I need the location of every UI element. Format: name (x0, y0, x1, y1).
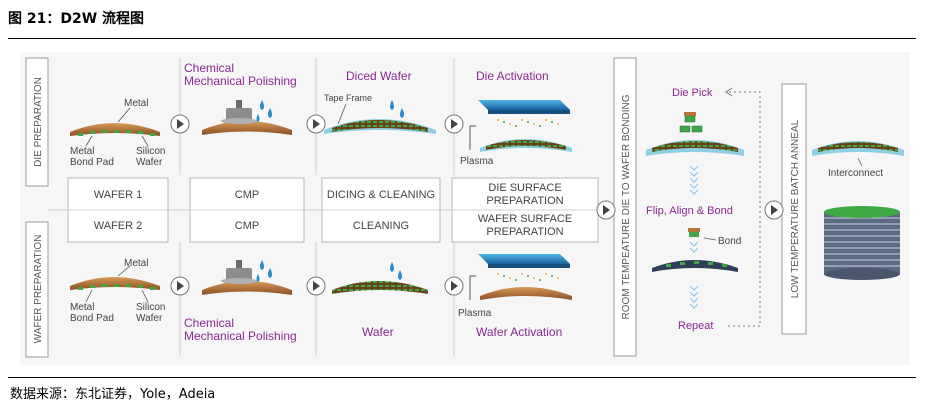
bottom-bondpad-label-2: Bond Pad (70, 313, 114, 324)
bottom-cmp-illustration (202, 260, 292, 295)
arrow-icon (306, 276, 326, 296)
top-metal-label: Metal (124, 98, 148, 109)
wafer-prep-side-box: WAFER PREPARATION (25, 221, 49, 358)
top-diced-wafer-title: Diced Wafer (346, 69, 412, 83)
bottom-metal-label: Metal (124, 258, 148, 269)
table-wafer2: WAFER 2 (94, 220, 143, 232)
bottom-wafer-title: Wafer (362, 325, 394, 339)
table-cmp1: CMP (235, 189, 259, 201)
anneal-side-box: LOW TEMPERATURE BATCH ANNEAL (781, 83, 807, 335)
bonding-labels: Die Pick Flip, Align & Bond Repeat (646, 87, 733, 332)
table-wafer-surface-2: PREPARATION (486, 226, 563, 238)
table-die-surface-1: DIE SURFACE (488, 182, 561, 194)
bonding-label: ROOM TEMPEATURE DIE TO WAFER BONDING (621, 94, 632, 319)
table-die-surface-2: PREPARATION (486, 195, 563, 207)
table-cmp2: CMP (235, 220, 259, 232)
bottom-wafer-activation-illustration (469, 254, 572, 300)
top-rule (8, 38, 916, 39)
die-pick-label: Die Pick (672, 87, 713, 99)
top-bondpad-label-2: Bond Pad (70, 157, 114, 168)
flip-align-bond-label: Flip, Align & Bond (646, 205, 733, 217)
arrow-icon (764, 200, 784, 220)
top-silicon-label-2: Wafer (136, 157, 163, 168)
interconnect-label: Interconnect (828, 168, 883, 179)
figure-title: 图 21：D2W 流程图 (8, 11, 145, 27)
arrow-icon (170, 114, 190, 134)
top-wafer-illustration (70, 107, 160, 147)
wafer-stack-icon (824, 206, 900, 280)
arrow-icon (444, 276, 464, 296)
bonding-side-box: ROOM TEMPEATURE DIE TO WAFER BONDING (613, 57, 637, 357)
bottom-cmp-label-1: Chemical (184, 316, 234, 330)
wafer-prep-label: WAFER PREPARATION (33, 235, 44, 344)
bottom-bondpad-label-1: Metal (70, 302, 94, 313)
anneal-illustration (812, 141, 904, 280)
top-cmp-illustration (202, 100, 292, 135)
bottom-silicon-label-2: Wafer (136, 313, 163, 324)
table-labels: WAFER 1 WAFER 2 CMP CMP DICING & CLEANIN… (94, 182, 572, 238)
top-silicon-label-1: Silicon (136, 146, 165, 157)
top-cmp-title: Chemical Mechanical Polishing (184, 61, 297, 88)
bottom-wafer-illustration (70, 265, 160, 303)
anneal-label: LOW TEMPERATURE BATCH ANNEAL (790, 119, 801, 298)
bottom-wafer-activation-title: Wafer Activation (476, 325, 562, 339)
top-cmp-label-2: Mechanical Polishing (184, 74, 297, 88)
top-bondpad-label-1: Metal (70, 146, 94, 157)
top-die-activation-title: Die Activation (476, 69, 549, 83)
table-cleaning: CLEANING (353, 220, 409, 232)
source-note: 数据来源：东北证券，Yole，Adeia (10, 387, 216, 402)
top-col1-labels: Metal Metal Bond Pad Silicon Wafer (70, 98, 165, 168)
table-dicing: DICING & CLEANING (327, 189, 435, 201)
bottom-col1-labels: Metal Metal Bond Pad Silicon Wafer (70, 258, 165, 324)
step-arrows (170, 114, 784, 296)
repeat-label: Repeat (678, 320, 713, 332)
bottom-plasma-label: Plasma (458, 308, 492, 319)
top-cmp-label-1: Chemical (184, 61, 234, 75)
arrow-icon (444, 114, 464, 134)
arrow-icon (596, 200, 616, 220)
top-diced-wafer-illustration (324, 100, 436, 134)
arrow-icon (170, 276, 190, 296)
bottom-cmp-label-2: Mechanical Polishing (184, 329, 297, 343)
top-tape-frame-label: Tape Frame (324, 93, 372, 103)
top-plasma-label: Plasma (460, 156, 494, 167)
die-prep-label: DIE PREPARATION (33, 77, 44, 167)
table-wafer1: WAFER 1 (94, 189, 143, 201)
arrow-icon (306, 114, 326, 134)
bottom-cmp-title: Chemical Mechanical Polishing (184, 316, 297, 343)
bottom-silicon-label-1: Silicon (136, 302, 165, 313)
bottom-rule (8, 377, 916, 378)
bond-label: Bond (718, 236, 741, 247)
bottom-wafer-clean-illustration (332, 262, 428, 294)
top-die-activation-illustration (469, 100, 572, 152)
die-prep-side-box: DIE PREPARATION (25, 57, 49, 187)
table-wafer-surface-1: WAFER SURFACE (478, 213, 572, 225)
bonding-illustration (646, 87, 761, 327)
